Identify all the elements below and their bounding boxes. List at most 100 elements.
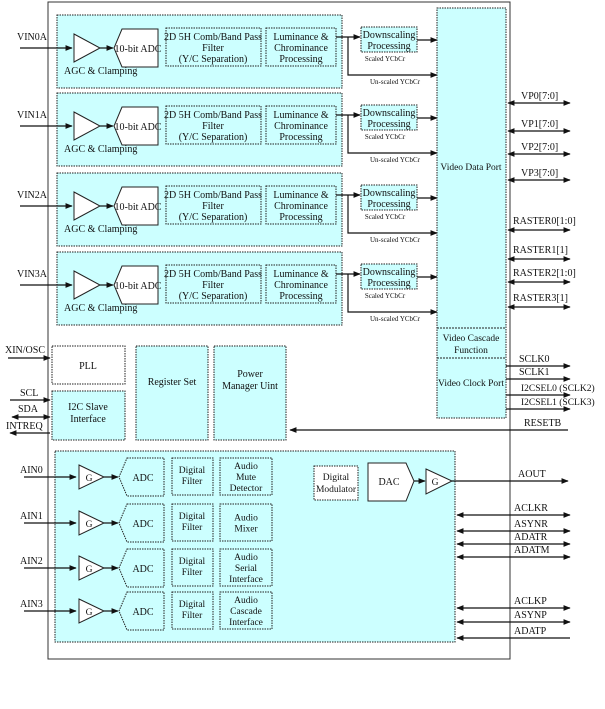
- comb-filter-block: [165, 105, 262, 145]
- audio-adc-block: [118, 591, 165, 631]
- digital-filter-block: [171, 591, 214, 630]
- comb-filter-label: 2D 5H Comb/Band Pass: [164, 269, 262, 280]
- i2c-label-2: Interface: [70, 414, 106, 425]
- raster-signal-label: RASTER0[1:0]: [513, 216, 576, 227]
- video-adc-label: 10-bit ADC: [115, 281, 162, 292]
- agc-amplifier: [73, 270, 102, 300]
- digital-filter-label: Filter: [182, 523, 203, 533]
- audio-function-label: Interface: [229, 617, 263, 628]
- luma-chroma-label: Chrominance: [274, 43, 328, 54]
- scaled-ycbcr-label: Scaled YCbCr: [365, 55, 406, 63]
- video-cascade-label-1: Video Cascade: [443, 334, 500, 344]
- agc-amplifier: [73, 33, 102, 63]
- clock-signal-label: SCLK0: [519, 354, 550, 365]
- video-adc-block: [113, 265, 159, 305]
- i2c-slave-block: [51, 390, 126, 441]
- audio-function-label: Cascade: [230, 607, 262, 617]
- scl-label: SCL: [20, 388, 38, 399]
- power-manager-label-2: Manager Uint: [222, 381, 278, 392]
- audio-gain-label: G: [86, 565, 93, 575]
- luma-chroma-label: Luminance &: [273, 32, 328, 43]
- luma-chroma-block: [265, 185, 337, 225]
- digital-filter-block: [171, 457, 214, 496]
- output-gain-amp: [425, 468, 454, 495]
- downscaling-label: Processing: [367, 119, 410, 130]
- audio-function-label: Mixer: [234, 525, 258, 535]
- comb-filter-label: Filter: [202, 201, 224, 212]
- raster-signal-label: RASTER1[1]: [513, 245, 568, 256]
- clock-signal-label: I2CSEL1 (SCLK3): [521, 397, 595, 408]
- downscaling-label: Downscaling: [363, 188, 416, 199]
- digital-filter-block: [171, 503, 214, 542]
- downscaling-label: Processing: [367, 41, 410, 52]
- luma-chroma-label: Processing: [279, 212, 322, 223]
- unscaled-output-wire: [347, 274, 438, 315]
- agc-clamping-label: AGC & Clamping: [64, 224, 137, 235]
- unscaled-ycbcr-label: Un-scaled YCbCr: [370, 156, 421, 164]
- video-adc-label: 10-bit ADC: [115, 44, 162, 55]
- audio-adc-label: ADC: [132, 519, 153, 530]
- video-input-label: VIN3A: [17, 269, 48, 280]
- downscaling-label: Downscaling: [363, 30, 416, 41]
- digital-filter-label: Digital: [179, 557, 206, 567]
- comb-filter-block: [165, 185, 262, 225]
- vp-signal-label: VP0[7:0]: [521, 91, 558, 102]
- output-gain-label: G: [432, 478, 439, 488]
- video-adc-block: [113, 106, 159, 146]
- video-clock-port-label: Video Clock Port: [438, 379, 504, 389]
- vp-signal-label: VP3[7:0]: [521, 168, 558, 179]
- pll-label: PLL: [79, 361, 97, 372]
- audio-function-label: Audio: [234, 514, 258, 524]
- audio-playback-label: ASYNP: [514, 610, 547, 621]
- agc-clamping-label: AGC & Clamping: [64, 66, 137, 77]
- audio-function-block: [219, 503, 273, 542]
- vp-signal-label: VP2[7:0]: [521, 142, 558, 153]
- video-adc-label: 10-bit ADC: [115, 122, 162, 133]
- audio-adc-block: [118, 548, 165, 588]
- agc-clamping-label: AGC & Clamping: [64, 144, 137, 155]
- video-input-label: VIN2A: [17, 190, 48, 201]
- audio-gain-label: G: [86, 520, 93, 530]
- audio-adc-block: [118, 457, 165, 497]
- audio-function-label: Audio: [234, 596, 258, 606]
- audio-adc-label: ADC: [132, 607, 153, 618]
- luma-chroma-block: [265, 105, 337, 145]
- register-set-label: Register Set: [148, 377, 197, 388]
- power-manager-label-1: Power: [237, 369, 263, 380]
- audio-function-label: Serial: [235, 564, 258, 574]
- audio-gain-amp: [78, 555, 106, 581]
- luma-chroma-label: Chrominance: [274, 121, 328, 132]
- power-manager-block: [213, 345, 287, 441]
- audio-adc-label: ADC: [132, 564, 153, 575]
- audio-record-label: ASYNR: [514, 519, 548, 530]
- luma-chroma-label: Chrominance: [274, 201, 328, 212]
- audio-function-block: [219, 548, 273, 587]
- unscaled-ycbcr-label: Un-scaled YCbCr: [370, 236, 421, 244]
- audio-function-label: Mute: [236, 473, 256, 483]
- aout-label: AOUT: [518, 469, 546, 480]
- audio-adc-label: ADC: [132, 473, 153, 484]
- audio-gain-amp: [78, 510, 106, 536]
- comb-filter-label: (Y/C Separation): [179, 291, 248, 302]
- audio-input-label: AIN3: [20, 599, 43, 610]
- modulator-label-1: Digital: [323, 473, 350, 483]
- video-adc-label: 10-bit ADC: [115, 202, 162, 213]
- unscaled-output-wire: [347, 195, 438, 236]
- audio-input-label: AIN1: [20, 511, 43, 522]
- downscaling-label: Downscaling: [363, 267, 416, 278]
- video-adc-block: [113, 28, 159, 68]
- vp-signal-label: VP1[7:0]: [521, 119, 558, 130]
- intreq-label: INTREQ: [6, 421, 43, 432]
- chip-boundary: [47, 1, 511, 660]
- downscaling-block: [360, 263, 418, 290]
- digital-filter-label: Digital: [179, 512, 206, 522]
- comb-filter-label: 2D 5H Comb/Band Pass: [164, 190, 262, 201]
- luma-chroma-label: Chrominance: [274, 280, 328, 291]
- video-cascade-label-2: Function: [454, 346, 488, 356]
